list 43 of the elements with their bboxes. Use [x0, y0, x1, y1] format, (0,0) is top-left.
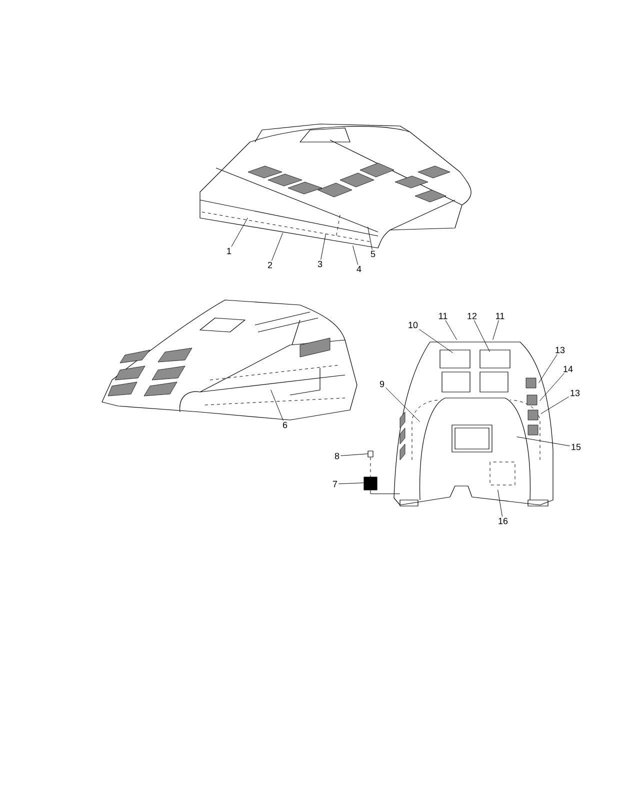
leader-line — [516, 436, 570, 446]
callout-number: 15 — [570, 442, 582, 452]
callout-number: 16 — [497, 516, 509, 526]
callout-number: 4 — [356, 264, 362, 274]
connecting-line — [370, 456, 371, 478]
leader-line — [271, 232, 284, 261]
callout-number: 10 — [407, 320, 419, 330]
leader-line — [498, 490, 503, 517]
leader-line — [231, 218, 248, 247]
callout-number: 6 — [282, 420, 288, 430]
callout-number: 8 — [334, 452, 340, 460]
callout-number: 2 — [266, 260, 274, 270]
callout-number: 14 — [562, 364, 574, 374]
leader-line — [385, 387, 420, 422]
leader-line — [338, 482, 364, 484]
callout-number: 3 — [316, 260, 324, 268]
callout-number: 9 — [378, 380, 386, 388]
callout-number: 1 — [226, 246, 232, 256]
hood-drawing — [102, 300, 358, 420]
hood-drawing — [200, 124, 472, 248]
callout-number: 13 — [554, 346, 566, 354]
hood-drawing — [394, 342, 554, 506]
leader-line — [540, 396, 570, 414]
leader-line — [474, 320, 490, 352]
leader-line — [538, 354, 558, 384]
leader-line — [352, 246, 358, 265]
callout-number: 7 — [332, 480, 338, 488]
pin-drawing — [368, 450, 374, 458]
leader-line — [540, 373, 564, 402]
leader-line — [418, 329, 454, 354]
callout-number: 12 — [466, 312, 478, 320]
leader-line — [368, 226, 372, 250]
callout-number: 11 — [437, 312, 449, 320]
connecting-line — [370, 490, 400, 494]
leader-line — [445, 320, 458, 340]
callout-number: 11 — [494, 312, 506, 320]
leader-line — [492, 320, 499, 340]
callout-number: 13 — [569, 388, 581, 398]
leader-line — [320, 234, 326, 260]
leader-line — [270, 390, 284, 421]
callout-number: 5 — [370, 250, 376, 258]
leader-line — [340, 454, 368, 456]
grommet-drawing — [364, 476, 378, 490]
